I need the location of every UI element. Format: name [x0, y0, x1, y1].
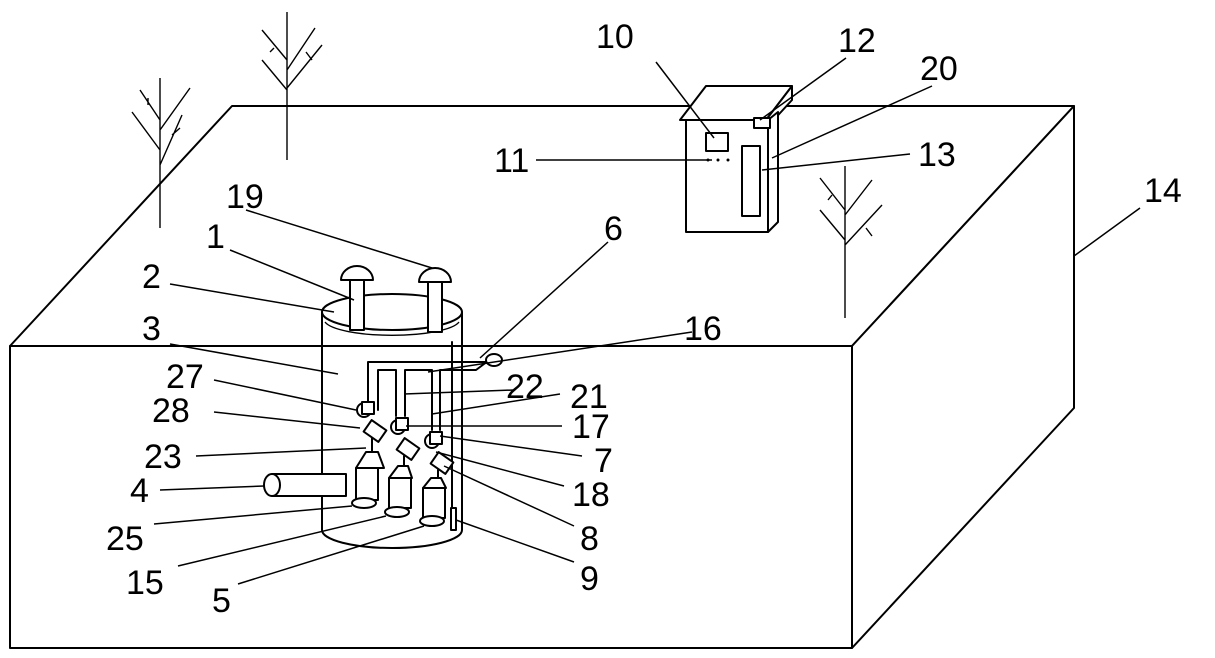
pump-2-body — [388, 477, 412, 509]
pump-1-base — [351, 497, 377, 509]
tree-back — [261, 12, 323, 160]
vent-pipe-right — [427, 281, 443, 333]
well-rim — [324, 321, 460, 336]
check-valve-2 — [395, 437, 421, 461]
label-15: 15 — [126, 564, 164, 602]
label-17: 17 — [572, 408, 610, 446]
label-28: 28 — [152, 392, 190, 430]
inlet-pipe — [263, 473, 347, 497]
tree-left — [131, 78, 191, 228]
label-19: 19 — [226, 178, 264, 216]
label-3: 3 — [142, 310, 161, 348]
valves — [356, 401, 455, 475]
outlet-pipes — [367, 341, 503, 531]
riser-pipe-a — [377, 369, 397, 417]
label-13: 13 — [918, 136, 956, 174]
tree-right — [819, 166, 883, 318]
riser-pipe-b — [404, 369, 433, 431]
label-25: 25 — [106, 520, 144, 558]
label-2: 2 — [142, 258, 161, 296]
outlet-pipe-end — [485, 353, 503, 367]
label-18: 18 — [572, 476, 610, 514]
check-valve-1 — [362, 419, 388, 443]
vent-cap-left — [340, 265, 374, 281]
well-wall — [321, 311, 463, 549]
label-8: 8 — [580, 520, 599, 558]
label-20: 20 — [920, 50, 958, 88]
main-outlet-pipe — [367, 361, 495, 411]
label-11: 11 — [494, 142, 529, 180]
cabinet-side — [767, 111, 779, 233]
cabinet-indicator — [753, 117, 771, 129]
label-21: 21 — [570, 378, 608, 416]
label-27: 27 — [166, 358, 204, 396]
label-7: 7 — [594, 442, 613, 480]
label-22: 22 — [506, 368, 544, 406]
pump-2-base — [384, 506, 410, 518]
pump-well — [321, 265, 463, 549]
leader-lines — [153, 57, 1141, 585]
control-cabinet — [679, 85, 793, 233]
pump-3-base — [419, 515, 445, 527]
vent-pipe-left — [349, 279, 365, 331]
label-14: 14 — [1144, 172, 1182, 210]
pumps — [351, 437, 447, 527]
callout-labels: 1 2 3 4 5 6 7 8 9 10 11 12 13 14 15 16 1… — [106, 18, 1182, 620]
label-10: 10 — [596, 18, 634, 56]
label-4: 4 — [130, 472, 149, 510]
pump-3-body — [422, 487, 446, 519]
vent-cap-right — [418, 267, 452, 283]
label-9: 9 — [580, 560, 599, 598]
label-12: 12 — [838, 22, 876, 60]
cabinet-door — [741, 145, 761, 217]
label-1: 1 — [206, 218, 225, 256]
level-sensor — [450, 507, 457, 531]
label-5: 5 — [212, 582, 231, 620]
label-16: 16 — [684, 310, 722, 348]
cabinet-display — [705, 132, 729, 152]
pump-1-body — [355, 467, 379, 501]
label-23: 23 — [144, 438, 182, 476]
label-6: 6 — [604, 210, 623, 248]
